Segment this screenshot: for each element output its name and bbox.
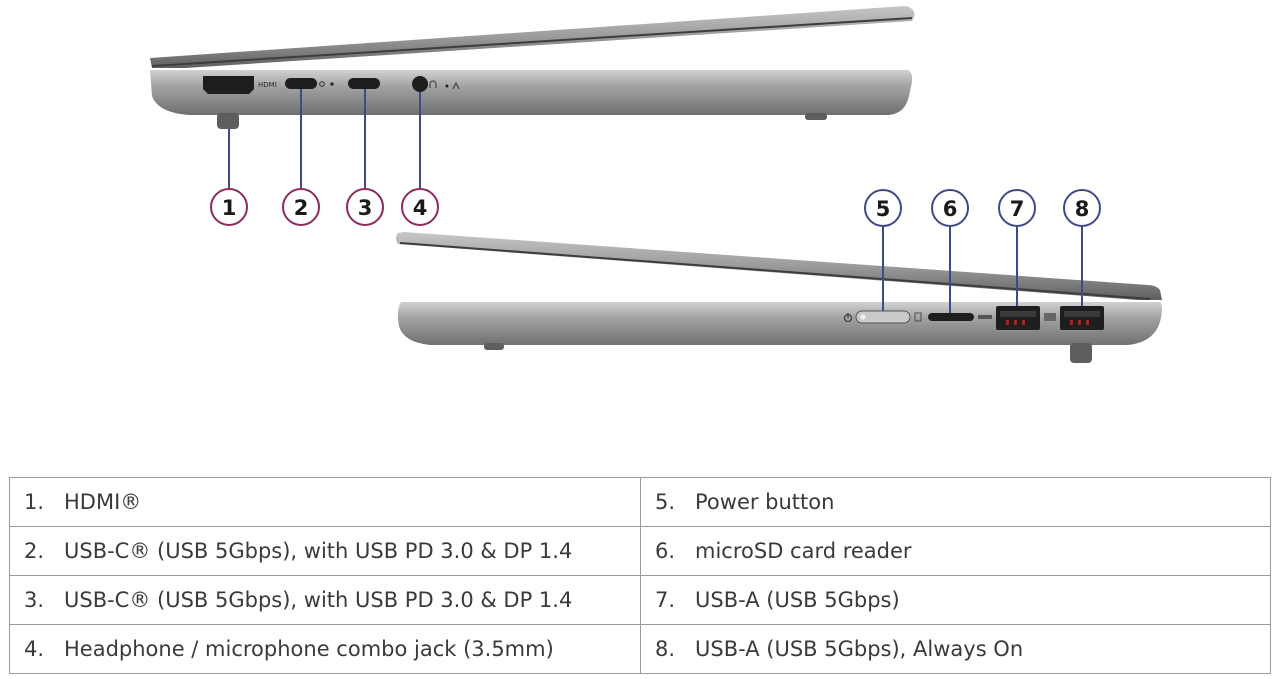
callout-1: 1 (210, 188, 248, 226)
callout-4: 4 (401, 188, 439, 226)
table-row: 2. USB-C® (USB 5Gbps), with USB PD 3.0 & … (9, 526, 1271, 576)
foot-left-rear (805, 113, 827, 120)
callout-8-label: 8 (1075, 197, 1090, 221)
port-number-4: 4. (24, 637, 45, 661)
port-number-8: 8. (655, 637, 676, 661)
port-cell-5: 5. Power button (640, 477, 1271, 527)
port-description-7: USB-A (USB 5Gbps) (695, 588, 900, 612)
port-number-7: 7. (655, 588, 676, 612)
callout-1-label: 1 (222, 196, 237, 220)
port-description-3: USB-C® (USB 5Gbps), with USB PD 3.0 & DP… (64, 588, 573, 612)
usb-c-port-1 (285, 78, 317, 89)
callout-6: 6 (931, 189, 969, 227)
port-description-5: Power button (695, 490, 835, 514)
port-number-1: 1. (24, 490, 45, 514)
port-description-1: HDMI® (64, 490, 142, 514)
leader-lines (228, 89, 1083, 313)
foot-left (217, 113, 239, 129)
callout-3-label: 3 (358, 196, 373, 220)
foot-right-rear (484, 343, 504, 350)
port-cell-3: 3. USB-C® (USB 5Gbps), with USB PD 3.0 & … (9, 575, 641, 625)
callout-7: 7 (998, 189, 1036, 227)
usb-a-port-1 (996, 306, 1040, 330)
hdmi-port (203, 76, 254, 94)
foot-right (1070, 343, 1092, 363)
port-description-8: USB-A (USB 5Gbps), Always On (695, 637, 1024, 661)
callout-5-label: 5 (876, 197, 891, 221)
usb-c-port-2 (348, 78, 380, 89)
status-led-dot (330, 82, 334, 86)
lid-left (150, 6, 915, 68)
ports-table: 1. HDMI® 5. Power button 2. USB-C® (USB 5Gb… (9, 477, 1271, 674)
status-led-dot-2 (445, 84, 449, 88)
port-cell-4: 4. Headphone / microphone combo jack (3.5… (9, 624, 641, 674)
port-cell-1: 1. HDMI® (9, 477, 641, 527)
callout-3: 3 (346, 188, 384, 226)
usb-a-icon-2 (1044, 313, 1056, 321)
table-row: 1. HDMI® 5. Power button (9, 477, 1271, 527)
port-number-3: 3. (24, 588, 45, 612)
port-number-5: 5. (655, 490, 676, 514)
port-cell-8: 8. USB-A (USB 5Gbps), Always On (640, 624, 1271, 674)
port-cell-6: 6. microSD card reader (640, 526, 1271, 576)
hdmi-port-label: HDMI (258, 81, 277, 89)
usb-a-icon-1 (978, 315, 992, 319)
microsd-slot (928, 313, 974, 321)
ports-diagram: HDMI (150, 6, 1162, 363)
port-number-2: 2. (24, 539, 45, 563)
audio-jack (412, 76, 428, 92)
port-description-2: USB-C® (USB 5Gbps), with USB PD 3.0 & DP… (64, 539, 573, 563)
callout-2-label: 2 (294, 196, 309, 220)
port-cell-7: 7. USB-A (USB 5Gbps) (640, 575, 1271, 625)
callouts: 1 2 3 4 5 6 7 8 (210, 188, 1101, 227)
callout-7-label: 7 (1010, 197, 1025, 221)
port-number-6: 6. (655, 539, 676, 563)
port-cell-2: 2. USB-C® (USB 5Gbps), with USB PD 3.0 & … (9, 526, 641, 576)
callout-5: 5 (864, 189, 902, 227)
base-right (397, 302, 1162, 345)
table-row: 3. USB-C® (USB 5Gbps), with USB PD 3.0 & … (9, 575, 1271, 625)
base-left (150, 70, 913, 115)
table-row: 4. Headphone / microphone combo jack (3.5… (9, 624, 1271, 674)
callout-6-label: 6 (943, 197, 958, 221)
callout-4-label: 4 (413, 196, 428, 220)
usb-a-port-2 (1060, 306, 1104, 330)
laptop-right-side-view (396, 232, 1162, 363)
charge-icon (319, 81, 325, 87)
callout-8: 8 (1063, 189, 1101, 227)
port-description-6: microSD card reader (695, 539, 912, 563)
laptop-left-side-view: HDMI (150, 6, 915, 129)
lid-right (396, 232, 1162, 300)
headset-icon (429, 80, 437, 88)
port-description-4: Headphone / microphone combo jack (3.5mm… (64, 637, 554, 661)
sd-card-icon (914, 312, 922, 322)
callout-2: 2 (282, 188, 320, 226)
caution-icon (452, 81, 460, 90)
